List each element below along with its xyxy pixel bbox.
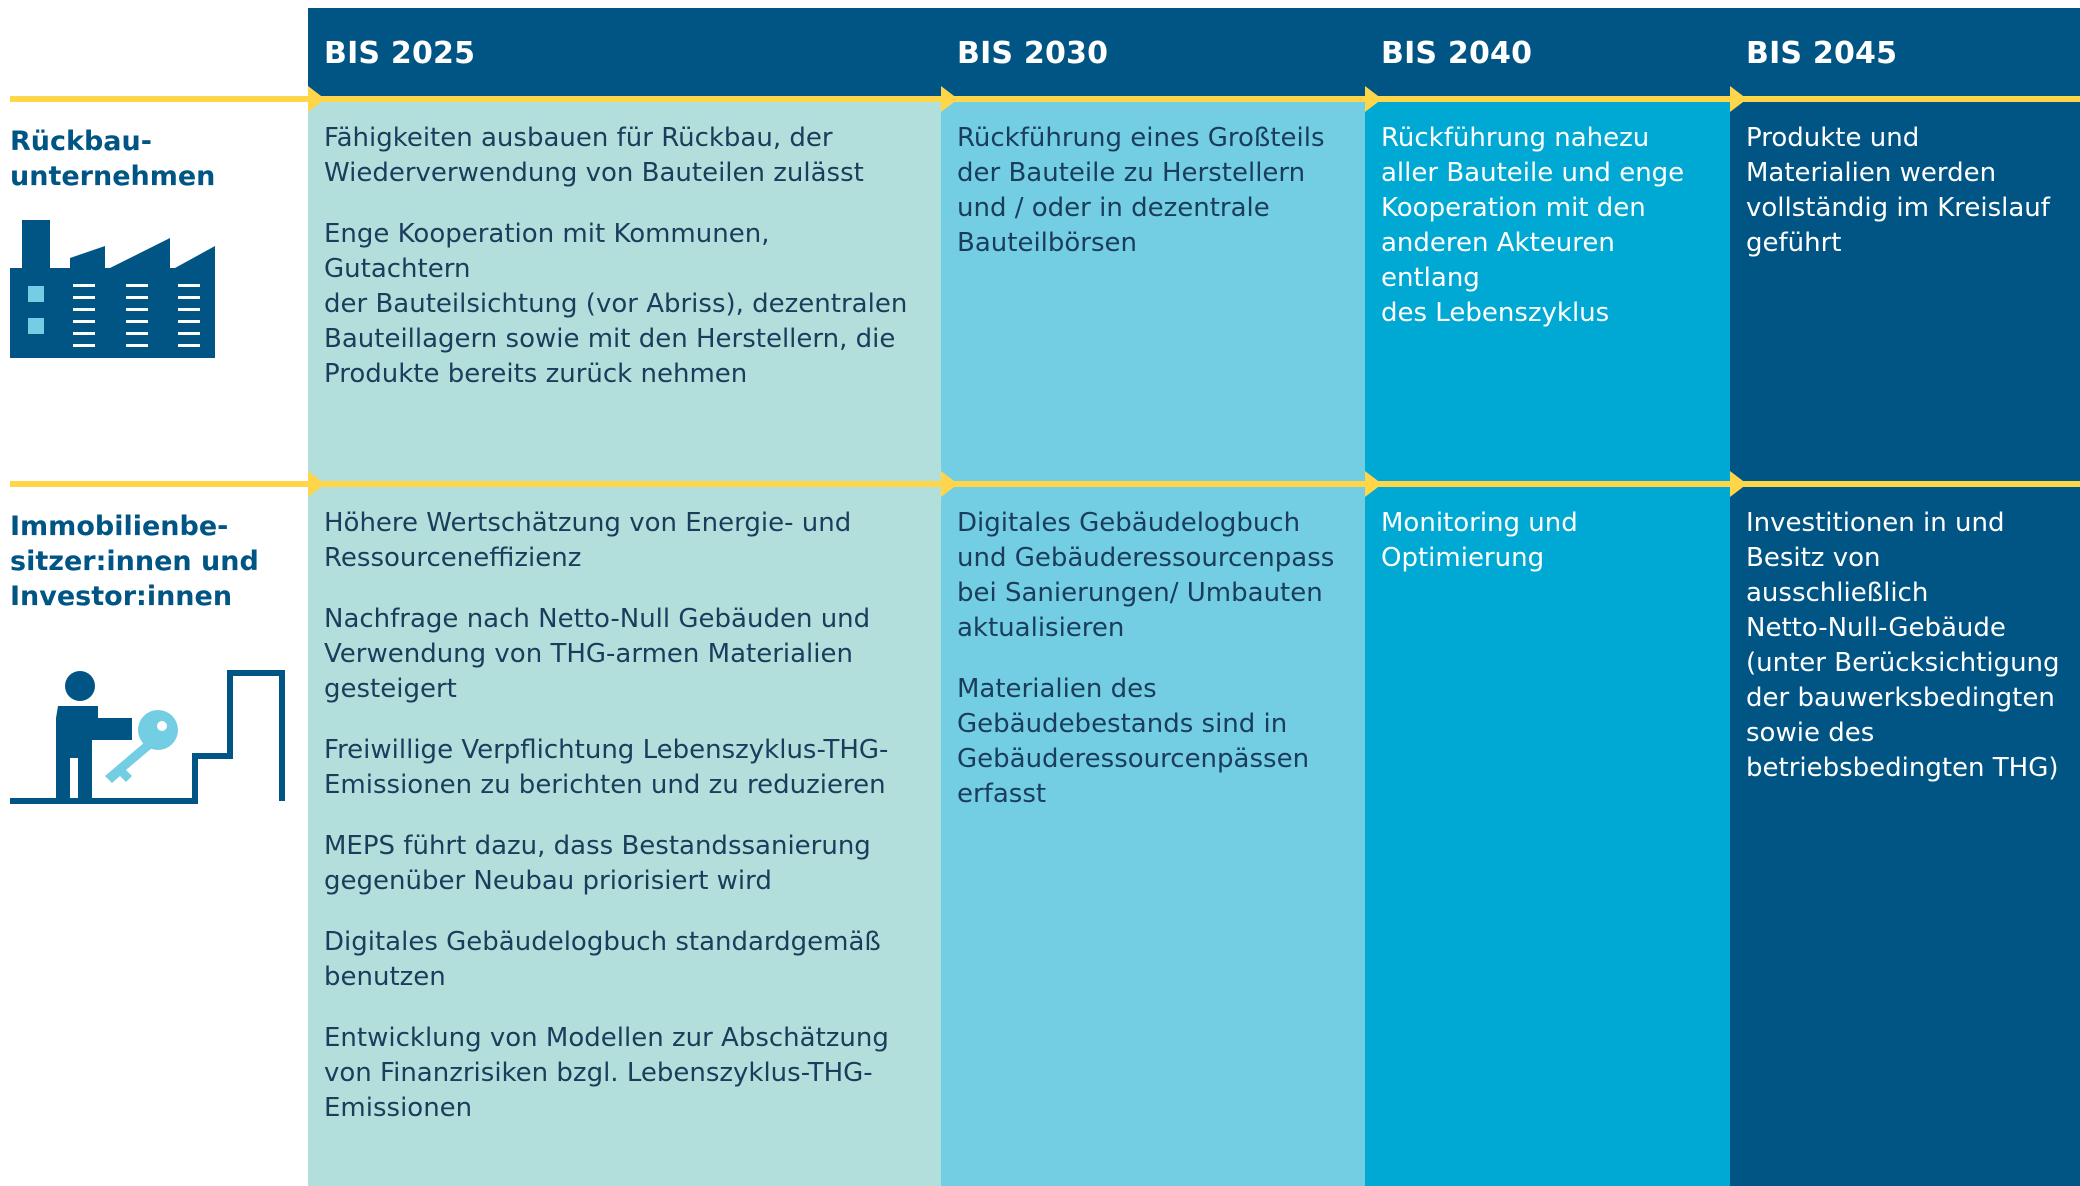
timeline-arrow-icon	[1730, 471, 1747, 497]
cell-row1-col1: Fähigkeiten ausbauen für Rückbau, der Wi…	[324, 121, 921, 418]
cell-paragraph: Rückführung nahezu aller Bauteile und en…	[1381, 123, 1685, 328]
timeline-arrow-icon	[1730, 86, 1747, 112]
row-title-rueckbau: Rückbau- unternehmen	[10, 126, 216, 192]
column-header-2030: BIS 2030	[941, 8, 1365, 99]
cell-paragraph: Rückführung eines Großteils der Bauteile…	[957, 123, 1325, 258]
person-key-stairs-icon	[10, 670, 285, 804]
cell-paragraph: Enge Kooperation mit Kommunen, Gutachter…	[324, 219, 908, 389]
cell-paragraph: Materialien des Gebäudebestands sind in …	[957, 674, 1310, 809]
timeline-arrow-icon	[941, 471, 958, 497]
cell-paragraph: Fähigkeiten ausbauen für Rückbau, der Wi…	[324, 123, 864, 188]
cell-row2-col3: Monitoring und Optimierung	[1381, 506, 1710, 602]
cell-paragraph: Digitales Gebäudelogbuch standardgemäß b…	[324, 927, 881, 992]
column-label-2045: BIS 2045	[1746, 36, 1898, 71]
column-2040: BIS 2040 Rückführung nahezu aller Bautei…	[1365, 8, 1730, 1186]
timeline-arrow-icon	[308, 471, 325, 497]
column-label-2040: BIS 2040	[1381, 36, 1533, 71]
cell-paragraph: Digitales Gebäudelogbuch und Gebäuderess…	[957, 508, 1335, 643]
cell-paragraph: Monitoring und Optimierung	[1381, 508, 1578, 573]
column-2030: BIS 2030 Rückführung eines Großteils der…	[941, 8, 1365, 1186]
cell-paragraph: MEPS führt dazu, dass Bestandssanierung …	[324, 831, 871, 896]
timeline-arrow-icon	[941, 86, 958, 112]
timeline-arrow-icon	[1365, 471, 1382, 497]
cell-paragraph: Entwicklung von Modellen zur Abschätzung…	[324, 1023, 889, 1123]
cell-row2-col2: Digitales Gebäudelogbuch und Gebäuderess…	[957, 506, 1345, 838]
column-header-2040: BIS 2040	[1365, 8, 1730, 99]
column-label-2030: BIS 2030	[957, 36, 1109, 71]
cell-row1-col3: Rückführung nahezu aller Bauteile und en…	[1381, 121, 1710, 357]
cell-paragraph: Investitionen in und Besitz von ausschli…	[1746, 508, 2060, 783]
cell-paragraph: Produkte und Materialien werden vollstän…	[1746, 123, 2050, 258]
timeline-rule-row-2	[10, 481, 2080, 487]
cell-paragraph: Höhere Wertschätzung von Energie- und Re…	[324, 508, 852, 573]
cell-row1-col4: Produkte und Materialien werden vollstän…	[1746, 121, 2060, 287]
column-header-2025: BIS 2025	[308, 8, 941, 99]
cell-row2-col1: Höhere Wertschätzung von Energie- und Re…	[324, 506, 921, 1152]
cell-row1-col2: Rückführung eines Großteils der Bauteile…	[957, 121, 1345, 287]
column-header-2045: BIS 2045	[1730, 8, 2080, 99]
cell-row2-col4: Investitionen in und Besitz von ausschli…	[1746, 506, 2060, 812]
timeline-arrow-icon	[308, 86, 325, 112]
column-label-2025: BIS 2025	[324, 36, 476, 71]
cell-paragraph: Nachfrage nach Netto-Null Gebäuden und V…	[324, 604, 871, 704]
column-2025: BIS 2025 Fähigkeiten ausbauen für Rückba…	[308, 8, 941, 1186]
factory-icon	[10, 220, 215, 358]
column-2045: BIS 2045 Produkte und Materialien werden…	[1730, 8, 2080, 1186]
timeline-arrow-icon	[1365, 86, 1382, 112]
timeline-rule-row-1	[10, 96, 2080, 102]
row-title-immobilien: Immobilienbe- sitzer:innen und Investor:…	[10, 511, 259, 612]
cell-paragraph: Freiwillige Verpflichtung Lebenszyklus-T…	[324, 735, 889, 800]
